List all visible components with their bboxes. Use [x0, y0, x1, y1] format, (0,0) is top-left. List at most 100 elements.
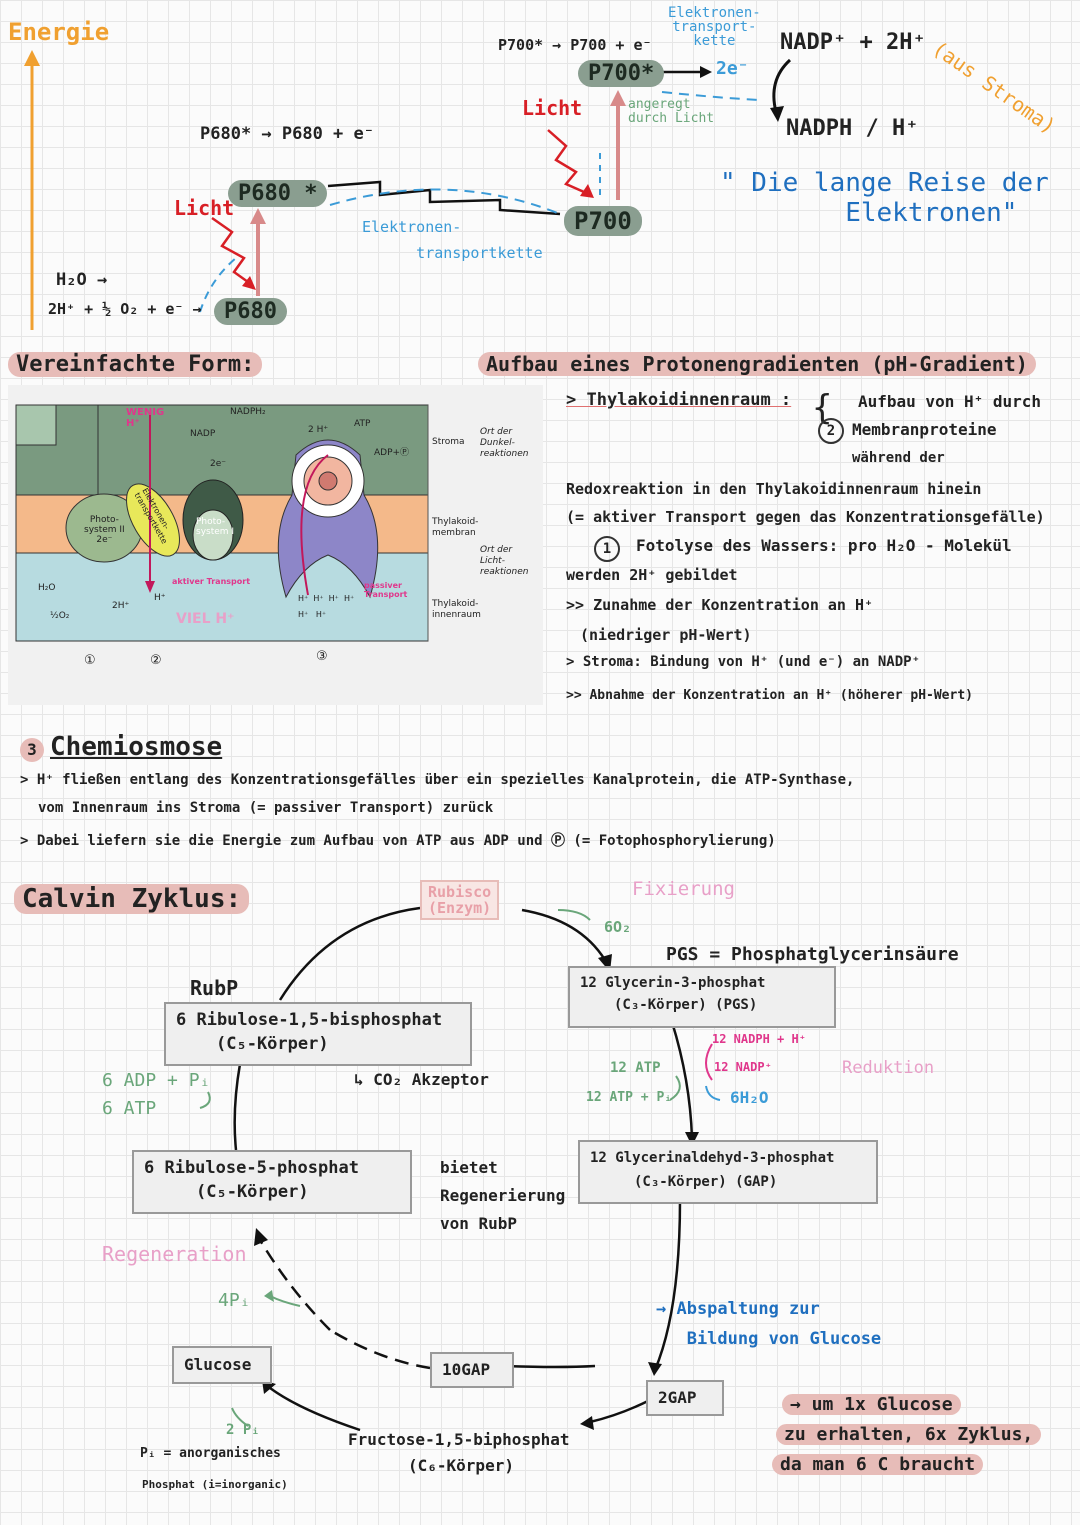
- gap-subtitle: (C₃-Körper) (GAP): [634, 1174, 778, 1190]
- thylakoid-figure: WENIG H⁺ NADPH₂ NADP 2 H⁺ ATP ADP+Ⓟ 2e⁻ …: [8, 385, 543, 705]
- gradient-aufbau: Aufbau von H⁺ durch: [858, 392, 1042, 411]
- simplified-heading: Vereinfachte Form:: [8, 352, 263, 377]
- two-h-low-label: 2H⁺: [112, 601, 130, 611]
- quote-text: " Die lange Reise der Elektronen": [720, 168, 1049, 228]
- lumen-h-label: H⁺ H⁺ H⁺ H⁺ H⁺ H⁺: [298, 594, 355, 619]
- marker-3: ③: [316, 649, 328, 664]
- rubp-box: 6 Ribulose-1,5-bisphosphat (C₅-Körper): [164, 1002, 472, 1066]
- nadp-label: NADP: [190, 429, 216, 439]
- chemiosmose-line-2: vom Innenraum ins Stroma (= passiver Tra…: [38, 800, 494, 816]
- passiv-label: passiver Transport: [364, 581, 408, 599]
- water-label: H₂O →: [56, 270, 108, 290]
- glucose-box: Glucose: [172, 1346, 272, 1384]
- adp-pi-label: 6 ADP + Pᵢ: [102, 1070, 211, 1091]
- h2o6-label: 6H₂O: [730, 1088, 769, 1107]
- rubisco-label: Rubisco (Enzym): [420, 880, 500, 920]
- nadph2-label: NADPH₂: [230, 407, 266, 417]
- r5p-subtitle: (C₅-Körper): [196, 1182, 309, 1202]
- r5p-box: 6 Ribulose-5-phosphat (C₅-Körper): [132, 1150, 412, 1214]
- fixierung-label: Fixierung: [632, 878, 735, 900]
- two-e-label: 2e⁻: [210, 459, 227, 469]
- pi-definition-2: Phosphat (i=inorganic): [142, 1478, 288, 1491]
- gradient-line-1: > Thylakoidinnenraum :: [566, 390, 792, 410]
- etc-mid-label: Elektronen- transportkette: [362, 218, 543, 262]
- gradient-line-4: Fotolyse des Wassers: pro H₂O - Molekül: [636, 536, 1012, 555]
- co2-label: 6O₂: [604, 918, 632, 936]
- stroma-fig-label: Stroma: [432, 437, 465, 447]
- licht-left-label: Licht: [174, 196, 235, 220]
- gap2-box: 2GAP: [646, 1380, 724, 1416]
- gap-box: 12 Glycerinaldehyd-3-phosphat (C₃-Körper…: [578, 1140, 878, 1204]
- abspaltung-label: → Abspaltung zur Bildung von Glucose: [656, 1299, 882, 1349]
- two-electrons: 2e⁻: [716, 58, 749, 79]
- adp-label: ADP+Ⓟ: [374, 448, 410, 458]
- innen-fig-label: Thylakoid- innenraum: [432, 599, 481, 620]
- p680-star: P680 *: [228, 180, 328, 207]
- chemiosmose-heading: Chemiosmose: [50, 732, 223, 762]
- gap-title: 12 Glycerinaldehyd-3-phosphat: [590, 1150, 835, 1166]
- energy-axis-label: Energie: [8, 18, 110, 46]
- bietet-label: bietet Regenerierung von RubP: [440, 1158, 566, 1233]
- etc-top-label: Elektronen- transport- kette: [668, 5, 761, 49]
- gradient-line-9: >> Abnahme der Konzentration an H⁺ (höhe…: [566, 688, 973, 703]
- two-h-label: 2 H⁺: [308, 425, 329, 435]
- step-3-circle: 3: [20, 738, 44, 762]
- pi-definition-1: Pᵢ = anorganisches: [140, 1446, 281, 1461]
- marker-1: ①: [84, 653, 96, 668]
- nadp-equation: NADP⁺ + 2H⁺: [780, 30, 926, 55]
- chemiosmose-line-3: > Dabei liefern sie die Energie zum Aufb…: [20, 833, 776, 849]
- pi4-label: 4Pᵢ: [218, 1290, 251, 1311]
- step-2-circle: 2: [818, 418, 844, 444]
- calvin-heading: Calvin Zyklus:: [14, 884, 250, 914]
- p700: P700: [564, 206, 642, 236]
- rubp-label: RubP: [190, 976, 239, 1000]
- licht-fig-label: Ort der Licht- reaktionen: [480, 545, 529, 577]
- marker-2: ②: [150, 653, 162, 668]
- r5p-title: 6 Ribulose-5-phosphat: [144, 1158, 359, 1178]
- half-o2-label: ½O₂: [50, 611, 70, 621]
- gradient-line-2: Redoxreaktion in den Thylakoidinnenraum …: [566, 480, 982, 498]
- wenig-label: WENIG H⁺: [126, 407, 165, 429]
- gradient-line-7: (niedriger pH-Wert): [580, 626, 752, 644]
- note-line-1: → um 1x Glucose: [782, 1394, 961, 1415]
- atp12-label: 12 ATP: [610, 1060, 661, 1076]
- gradient-membran: Membranproteine: [852, 420, 997, 439]
- p680-equation: P680* → P680 + e⁻: [200, 124, 374, 144]
- atp6-label: 6 ATP: [102, 1098, 157, 1119]
- nadph-label: NADPH / H⁺: [786, 116, 919, 141]
- gradient-heading: Aufbau eines Protonengradienten (pH-Grad…: [478, 352, 1036, 376]
- chemiosmose-line-1: > H⁺ fließen entlang des Konzentrationsg…: [20, 772, 855, 788]
- pgs-definition: PGS = Phosphatglycerinsäure: [666, 944, 959, 965]
- rubp-subtitle: (C₅-Körper): [216, 1034, 329, 1054]
- g3p-box: 12 Glycerin-3-phosphat (C₃-Körper) (PGS): [568, 966, 836, 1028]
- p700-equation: P700* → P700 + e⁻: [498, 36, 652, 54]
- rubp-title: 6 Ribulose-1,5-bisphosphat: [176, 1010, 443, 1030]
- gradient-line-5: werden 2H⁺ gebildet: [566, 566, 738, 584]
- thylakoid-drawing: [15, 404, 429, 642]
- h-plus-label: H⁺: [154, 593, 166, 603]
- nadph12-label: 12 NADPH + H⁺: [712, 1032, 806, 1046]
- licht-right-label: Licht: [522, 96, 583, 120]
- atp-label: ATP: [354, 419, 371, 429]
- p680: P680: [214, 298, 287, 325]
- h2o-fig-label: H₂O: [38, 583, 56, 593]
- regeneration-label: Regeneration: [102, 1242, 247, 1266]
- water-split: 2H⁺ + ½ O₂ + e⁻ →: [48, 300, 202, 318]
- g3p-subtitle: (C₃-Körper) (PGS): [614, 997, 758, 1013]
- membran-fig-label: Thylakoid- membran: [432, 517, 479, 538]
- atp-pi12-label: 12 ATP + Pᵢ: [586, 1090, 673, 1105]
- z-scheme-arrows: [24, 50, 792, 330]
- reduktion-label: Reduktion: [842, 1058, 935, 1078]
- gradient-line-8: > Stroma: Bindung von H⁺ (und e⁻) an NAD…: [566, 654, 921, 670]
- step-1-circle: 1: [594, 536, 620, 562]
- pi2-label: 2 Pᵢ: [226, 1422, 260, 1438]
- note-line-2: zu erhalten, 6x Zyklus,: [776, 1424, 1042, 1445]
- angeregt-label: angeregt durch Licht: [628, 97, 715, 126]
- aktiv-label: aktiver Transport: [172, 577, 251, 586]
- co2-acceptor: ↳ CO₂ Akzeptor: [354, 1070, 489, 1089]
- gradient-line-6: >> Zunahme der Konzentration an H⁺: [566, 596, 874, 614]
- g3p-title: 12 Glycerin-3-phosphat: [580, 975, 766, 991]
- dunkel-label: Ort der Dunkel- reaktionen: [480, 427, 529, 459]
- gradient-waehrend: während der: [852, 450, 945, 466]
